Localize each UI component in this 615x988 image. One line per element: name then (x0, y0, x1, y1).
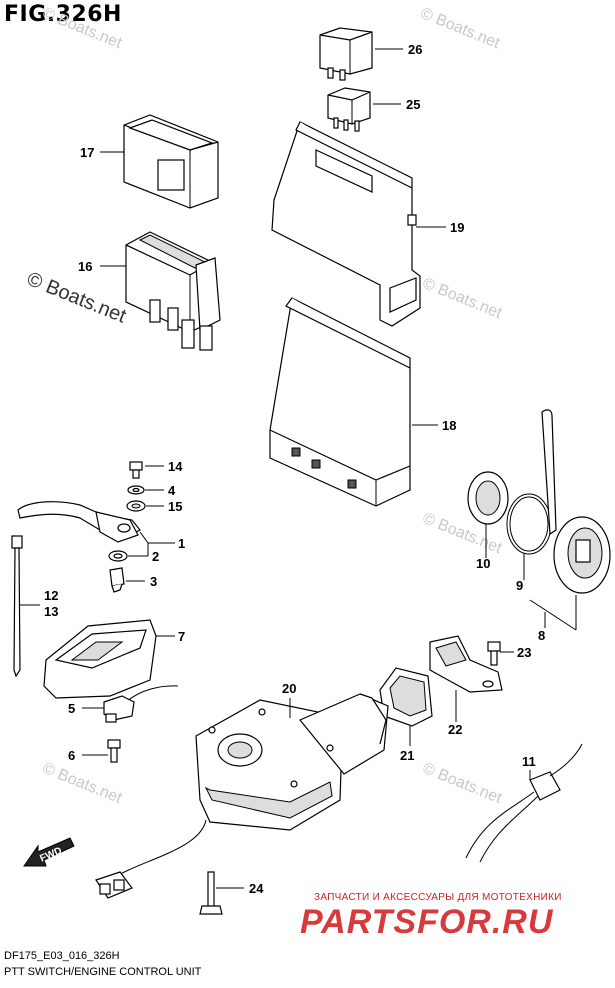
callout-9: 9 (516, 578, 523, 593)
part-bracket-22 (429, 635, 503, 722)
callout-6: 6 (68, 748, 75, 763)
part-washer-4 (127, 485, 164, 495)
callout-18: 18 (442, 418, 456, 433)
figure-description: PTT SWITCH/ENGINE CONTROL UNIT (4, 966, 202, 978)
part-ptt-switch-1 (17, 501, 175, 562)
watermark-banner: ЗАПЧАСТИ И АКСЕССУАРЫ ДЛЯ МОТОТЕХНИКИ (314, 892, 562, 903)
part-clip-3 (109, 567, 145, 593)
callout-11: 11 (522, 754, 536, 769)
part-cable-tie-12 (11, 535, 40, 678)
callout-26: 26 (408, 42, 422, 57)
part-trim-switch-8 (529, 409, 611, 631)
part-connector-16 (100, 231, 221, 351)
part-relay-26 (319, 27, 403, 81)
part-ring-21 (379, 667, 433, 746)
callout-12: 12 (44, 588, 58, 603)
callout-23: 23 (517, 645, 531, 660)
callout-1: 1 (178, 536, 185, 551)
callout-labels: 26 25 17 19 16 18 14 4 15 1 2 3 12 13 7 … (38, 42, 545, 896)
fwd-label: FWD (38, 845, 63, 864)
part-grommet-15 (126, 500, 164, 512)
part-ring-10 (467, 471, 509, 558)
callout-7: 7 (178, 629, 185, 644)
callout-24: 24 (249, 881, 264, 896)
part-trim-motor-20 (95, 693, 389, 899)
part-oring-9 (506, 493, 552, 580)
part-holder-7 (43, 619, 175, 699)
callout-3: 3 (150, 574, 157, 589)
fwd-arrow-icon (23, 837, 75, 867)
callout-15: 15 (168, 499, 182, 514)
part-ecu-18 (269, 297, 438, 507)
figure-code: DF175_E03_016_326H (4, 950, 120, 962)
part-bracket-17 (100, 114, 219, 209)
part-relay-25 (327, 87, 401, 132)
callout-8: 8 (538, 628, 545, 643)
callout-16: 16 (78, 259, 92, 274)
callout-22: 22 (448, 722, 462, 737)
part-bolt-14 (129, 461, 164, 479)
callout-25: 25 (406, 97, 420, 112)
callout-2: 2 (152, 549, 159, 564)
part-bolt-24 (199, 871, 244, 915)
callout-13: 13 (44, 604, 58, 619)
part-ecu-cover-19 (271, 121, 446, 327)
callout-14: 14 (168, 459, 183, 474)
callout-10: 10 (476, 556, 490, 571)
part-harness-11 (465, 743, 583, 863)
callout-19: 19 (450, 220, 464, 235)
figure-title: FIG.326H (4, 2, 122, 27)
watermark-logo: PARTSFOR.RU (300, 903, 554, 941)
part-bolt-6 (82, 739, 121, 763)
callout-21: 21 (400, 748, 414, 763)
callout-20: 20 (282, 681, 296, 696)
part-bolt-23 (487, 641, 514, 666)
callout-17: 17 (80, 145, 94, 160)
callout-5: 5 (68, 701, 75, 716)
callout-4: 4 (168, 483, 176, 498)
part-sensor-5 (82, 685, 179, 723)
